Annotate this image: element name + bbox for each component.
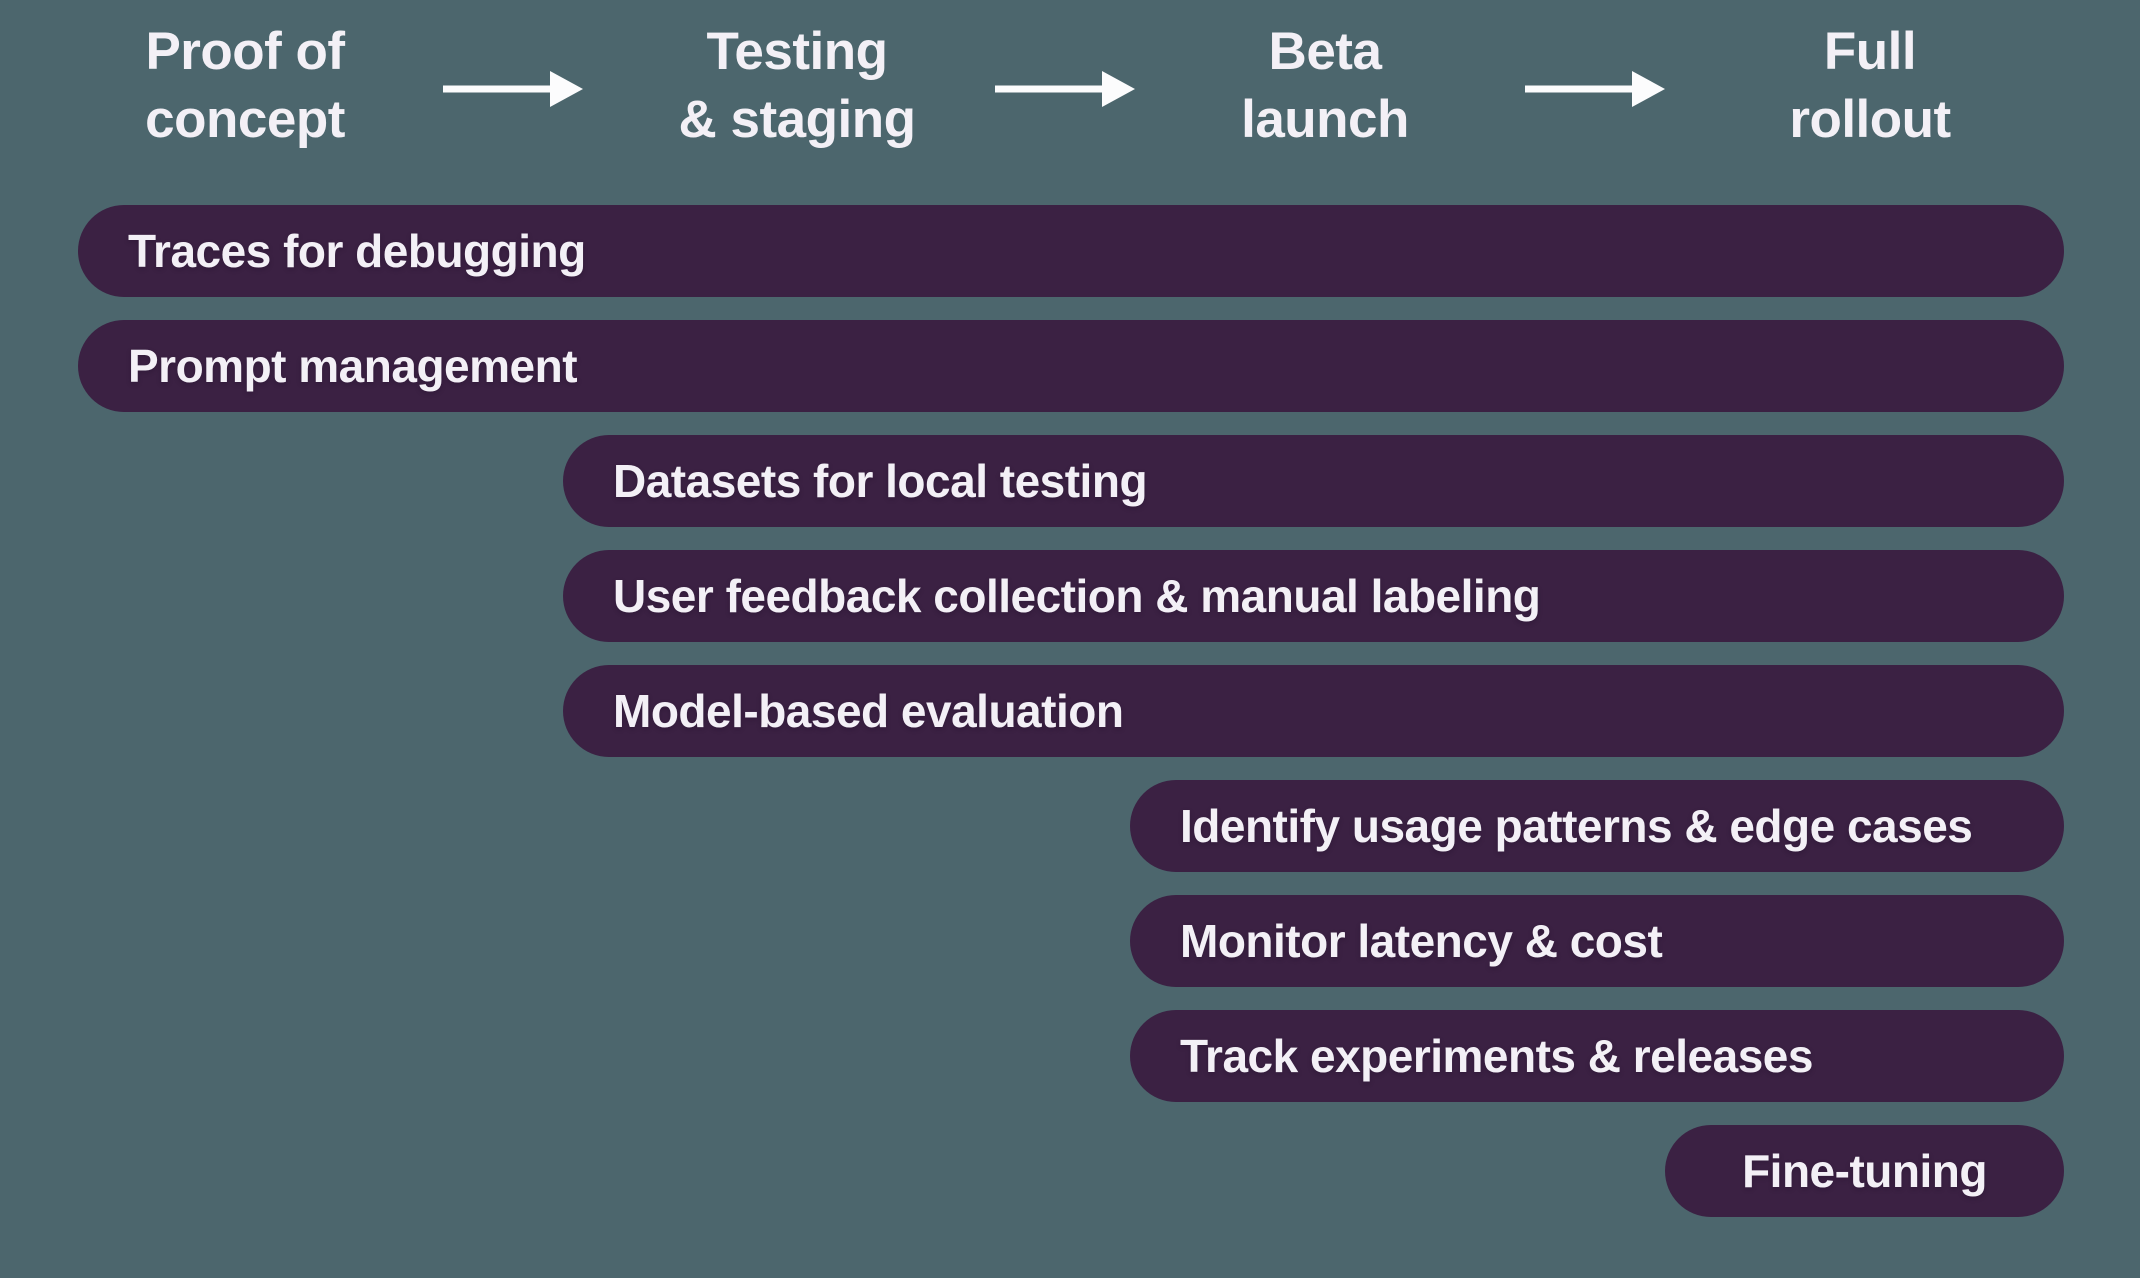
- phase-header-line: Full: [1823, 22, 1917, 81]
- bar-label: Monitor latency & cost: [1180, 915, 1663, 967]
- phase-header-line: rollout: [1789, 90, 1951, 149]
- phase-header-proof-of-concept: Proof of concept: [0, 18, 545, 154]
- bar-label: Traces for debugging: [128, 225, 586, 277]
- bar-label: User feedback collection & manual labeli…: [613, 570, 1541, 622]
- bar-label: Model-based evaluation: [613, 685, 1124, 737]
- bar-datasets-for-local-testing: Datasets for local testing: [563, 435, 2064, 527]
- phase-header-testing-staging: Testing & staging: [497, 18, 1097, 154]
- bar-traces-for-debugging: Traces for debugging: [78, 205, 2064, 297]
- bar-prompt-management: Prompt management: [78, 320, 2064, 412]
- phase-header-line: Proof of: [145, 22, 345, 81]
- arrow-right-icon: [1525, 71, 1665, 107]
- phase-header-line: Testing: [706, 22, 888, 81]
- bar-fine-tuning: Fine-tuning: [1665, 1125, 2064, 1217]
- phase-header-beta-launch: Beta launch: [1025, 18, 1625, 154]
- arrow-right-icon: [995, 71, 1135, 107]
- phase-header-full-rollout: Full rollout: [1570, 18, 2140, 154]
- bar-monitor-latency-cost: Monitor latency & cost: [1130, 895, 2064, 987]
- bar-model-based-evaluation: Model-based evaluation: [563, 665, 2064, 757]
- arrow-right-icon: [443, 71, 583, 107]
- bar-label: Prompt management: [128, 340, 578, 392]
- bar-label: Track experiments & releases: [1180, 1030, 1813, 1082]
- bar-label: Fine-tuning: [1742, 1145, 1987, 1197]
- phase-header-line: & staging: [678, 90, 916, 149]
- phase-header-line: Beta: [1268, 22, 1382, 81]
- bar-label: Datasets for local testing: [613, 455, 1148, 507]
- bar-label: Identify usage patterns & edge cases: [1180, 800, 1973, 852]
- bar-identify-usage-patterns: Identify usage patterns & edge cases: [1130, 780, 2064, 872]
- phase-header-line: concept: [145, 90, 345, 149]
- bar-user-feedback-collection: User feedback collection & manual labeli…: [563, 550, 2064, 642]
- bar-track-experiments-releases: Track experiments & releases: [1130, 1010, 2064, 1102]
- phase-header-line: launch: [1241, 90, 1409, 149]
